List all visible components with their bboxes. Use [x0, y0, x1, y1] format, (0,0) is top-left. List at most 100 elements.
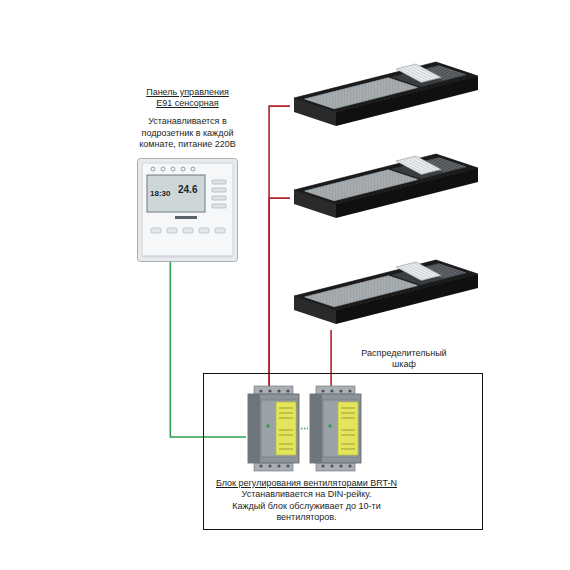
- distribution-cabinet: Распределительный шкафБлок регулирования…: [203, 373, 483, 530]
- convector-unit-drawing: [290, 256, 480, 330]
- panel-icon: [151, 167, 155, 171]
- panel-button: [151, 228, 161, 233]
- panel-button: [212, 196, 226, 200]
- terminal-screw: [286, 464, 289, 467]
- convector-unit: [290, 150, 480, 224]
- grille-slats: [306, 276, 417, 307]
- terminal-screw: [259, 389, 262, 392]
- panel-caption: Панель управления E91 сенсорнаяУстанавли…: [125, 87, 250, 150]
- label-print: [341, 449, 355, 450]
- module-label: [338, 402, 358, 455]
- display-reading: 24.6: [178, 185, 197, 195]
- label-print: [341, 444, 355, 445]
- terminal-screw: [330, 389, 333, 392]
- lcd-display: [147, 175, 205, 212]
- convector-grille: [305, 78, 418, 109]
- panel-button: [215, 228, 225, 233]
- label-print: [341, 413, 355, 414]
- label-print: [279, 430, 293, 431]
- label-print: [341, 418, 355, 419]
- grille-slats: [306, 170, 417, 201]
- terminal-screw: [277, 389, 280, 392]
- wire-connector: [269, 106, 290, 386]
- panel-plate: [142, 163, 233, 257]
- caption-heading: Блок регулирования вентиляторами BRT-N: [204, 478, 409, 489]
- label-print: [279, 435, 293, 436]
- thermostat-panel-drawing: [137, 158, 238, 262]
- module-body: [248, 394, 299, 463]
- module-front: [261, 400, 297, 457]
- convector-grille: [305, 276, 418, 307]
- fan-controller-module: [308, 386, 363, 471]
- cabinet-heading: Распределительный шкаф: [349, 348, 459, 371]
- convector-unit: [290, 58, 480, 132]
- fan-controller-module-drawing: [246, 386, 301, 471]
- grille-slats: [306, 78, 417, 109]
- status-led: [328, 424, 332, 428]
- convector-unit-drawing: [290, 150, 480, 224]
- caption-text: Устанавливается на DIN-рейку. Каждый бло…: [224, 489, 389, 523]
- convector-rim: [294, 62, 478, 112]
- convector-unit: [290, 256, 480, 330]
- panel-icon: [171, 167, 175, 171]
- wire-connector: [301, 428, 308, 430]
- panel-button: [167, 228, 177, 233]
- fan-roller: [396, 64, 441, 82]
- note-text: Устанавливается в подрозетник в каждой к…: [128, 116, 248, 150]
- fan-roller: [396, 262, 441, 280]
- panel-button: [199, 228, 209, 233]
- convector-grille: [305, 170, 418, 201]
- panel-button: [212, 188, 226, 192]
- panel-icon: [181, 167, 185, 171]
- terminal-screw: [339, 464, 342, 467]
- panel-button: [212, 180, 226, 184]
- convector-rim: [294, 154, 478, 204]
- label-print: [341, 408, 355, 409]
- terminal-screw: [348, 389, 351, 392]
- module-side: [248, 394, 260, 463]
- wire-connector: [330, 330, 332, 386]
- convector-rim: [294, 260, 478, 310]
- terminal-screw: [321, 389, 324, 392]
- wire-connector: [269, 198, 290, 386]
- convector-unit-drawing: [290, 58, 480, 132]
- panel-indicator: [175, 216, 197, 219]
- module-body: [310, 394, 361, 463]
- module-side: [310, 394, 322, 463]
- module-front: [323, 400, 359, 457]
- terminal-screw: [330, 464, 333, 467]
- panel-edge: [143, 256, 232, 257]
- panel-button: [212, 204, 226, 208]
- panel-button: [183, 228, 193, 233]
- panel-icon: [161, 167, 165, 171]
- terminal-screw: [286, 389, 289, 392]
- fan-roller: [396, 156, 441, 174]
- module-label: [276, 402, 296, 455]
- panel-frame: [138, 159, 238, 262]
- terminal-screw: [259, 464, 262, 467]
- status-led: [266, 424, 270, 428]
- label-print: [341, 435, 355, 436]
- cabinet-caption: Блок регулирования вентиляторами BRT-NУс…: [204, 478, 409, 523]
- fan-blades: [399, 263, 438, 280]
- panel-icon: [191, 167, 195, 171]
- terminal-screw: [348, 464, 351, 467]
- terminal-screw: [339, 389, 342, 392]
- label-print: [279, 408, 293, 409]
- fan-controller-module-drawing: [308, 386, 363, 471]
- label-print: [279, 449, 293, 450]
- label-print: [341, 430, 355, 431]
- fan-blades: [399, 65, 438, 82]
- heading-text: Панель управления E91 сенсорная: [139, 87, 237, 110]
- terminal-screw: [321, 464, 324, 467]
- terminal-screw: [277, 464, 280, 467]
- label-print: [279, 418, 293, 419]
- display-reading: 18:30: [150, 190, 170, 198]
- terminal-screw: [268, 389, 271, 392]
- fan-blades: [399, 157, 438, 174]
- label-print: [279, 413, 293, 414]
- terminal-screw: [268, 464, 271, 467]
- label-print: [279, 444, 293, 445]
- wire-connector: [170, 262, 246, 437]
